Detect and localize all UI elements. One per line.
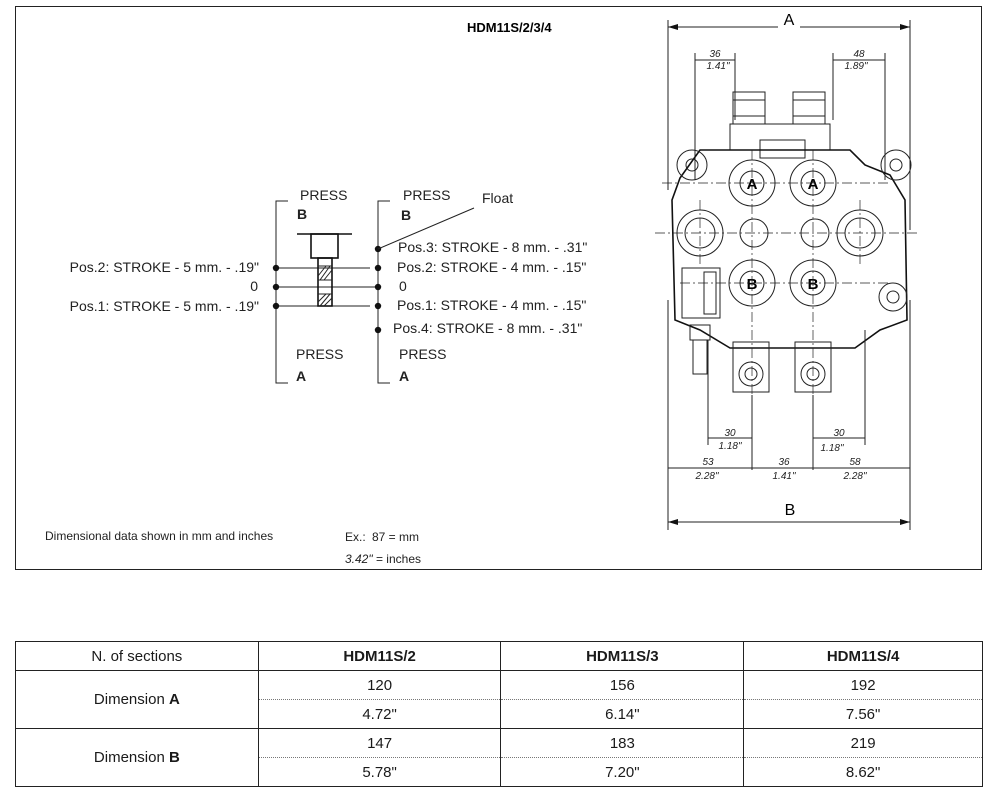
table-cell: 4.72" <box>257 699 502 729</box>
dim-a-label: A <box>784 12 795 29</box>
dim-36b-in: 1.41" <box>772 471 795 482</box>
table-cell: 120 <box>257 670 502 700</box>
right-zero-label: 0 <box>399 278 407 294</box>
left-b-letter: B <box>297 206 307 222</box>
right-pos3-label: Pos.3: STROKE - 8 mm. - .31" <box>398 239 587 255</box>
header-hdm11s-4: HDM11S/4 <box>743 641 983 671</box>
technical-diagram: HDM11S/2/3/4 PRESS B PRESS A Pos.2: STRO… <box>45 10 920 566</box>
header-hdm11s-2: HDM11S/2 <box>257 641 502 671</box>
right-a-letter: A <box>399 368 409 384</box>
dim-30-right-in: 1.18" <box>820 443 843 454</box>
table-cell: 183 <box>500 728 745 758</box>
example-prefix: Ex.: <box>345 530 366 544</box>
table-row: Dimension A 120 156 192 <box>15 670 983 729</box>
left-pos1-label: Pos.1: STROKE - 5 mm. - .19" <box>70 298 259 314</box>
right-pos2-label: Pos.2: STROKE - 4 mm. - .15" <box>397 259 586 275</box>
left-stroke-schematic: PRESS B PRESS A Pos.2: STROKE - 5 mm. - … <box>70 187 380 384</box>
left-press-b-label: PRESS <box>300 187 347 203</box>
dim-36b-mm: 36 <box>778 457 790 468</box>
table-cell: 8.62" <box>743 757 983 787</box>
left-zero-label: 0 <box>250 278 258 294</box>
left-press-a-label: PRESS <box>296 346 343 362</box>
port-a-2: A <box>808 176 819 193</box>
table-cell: 6.14" <box>500 699 745 729</box>
left-pos2-dot <box>272 264 280 272</box>
dim-53-mm: 53 <box>702 457 714 468</box>
right-b-letter: B <box>401 207 411 223</box>
header-hdm11s-3: HDM11S/3 <box>500 641 745 671</box>
table-cell: 219 <box>743 728 983 758</box>
table-cell: 156 <box>500 670 745 700</box>
diagram-title: HDM11S/2/3/4 <box>467 20 552 35</box>
dim-30-right-mm: 30 <box>833 428 845 439</box>
dim-30-left-mm: 30 <box>724 428 736 439</box>
table-row: 5.78" 7.20" 8.62" <box>16 757 983 787</box>
dim-b-label: B <box>785 502 796 519</box>
left-a-letter: A <box>296 368 306 384</box>
table-header-row: N. of sections HDM11S/2 HDM11S/3 HDM11S/… <box>15 641 983 671</box>
row-label-dimension-a: Dimension A <box>15 670 259 729</box>
dimension-table: N. of sections HDM11S/2 HDM11S/3 HDM11S/… <box>15 641 983 787</box>
drawing-frame <box>15 6 982 570</box>
right-stroke-schematic: PRESS B Float Pos.3: STROKE - 8 mm. - .3… <box>374 187 587 384</box>
dim-48-mm: 48 <box>853 49 865 60</box>
port-a-1: A <box>747 176 758 193</box>
right-pos4-label: Pos.4: STROKE - 8 mm. - .31" <box>393 320 582 336</box>
right-press-b-label: PRESS <box>403 187 450 203</box>
table-cell: 7.56" <box>743 699 983 729</box>
dim-36-mm: 36 <box>709 49 721 60</box>
left-zero-dot <box>272 283 280 291</box>
right-press-a-label: PRESS <box>399 346 446 362</box>
dim-30-left-in: 1.18" <box>718 441 741 452</box>
left-pos2-label: Pos.2: STROKE - 5 mm. - .19" <box>70 259 259 275</box>
table-row: 4.72" 6.14" 7.56" <box>16 699 983 729</box>
header-sections: N. of sections <box>15 641 259 671</box>
example-inches: 3.42" = inches <box>345 552 421 566</box>
dim-53-in: 2.28" <box>694 471 718 482</box>
table-cell: 5.78" <box>257 757 502 787</box>
float-label: Float <box>482 190 513 206</box>
left-pos1-dot <box>272 302 280 310</box>
valve-drawing: A 36 1.41" 48 1.89" <box>655 10 920 530</box>
table-cell: 7.20" <box>500 757 745 787</box>
right-pos1-label: Pos.1: STROKE - 4 mm. - .15" <box>397 297 586 313</box>
example-mm: 87 = mm <box>372 530 419 544</box>
row-label-dimension-b: Dimension B <box>15 728 259 787</box>
dimension-note: Dimensional data shown in mm and inches <box>45 529 273 543</box>
table-cell: 147 <box>257 728 502 758</box>
table-cell: 192 <box>743 670 983 700</box>
dim-58-mm: 58 <box>849 457 861 468</box>
dim-36-in: 1.41" <box>706 61 729 72</box>
dim-48-in: 1.89" <box>844 61 867 72</box>
dim-58-in: 2.28" <box>842 471 866 482</box>
table-row: Dimension B 147 183 219 <box>15 728 983 787</box>
